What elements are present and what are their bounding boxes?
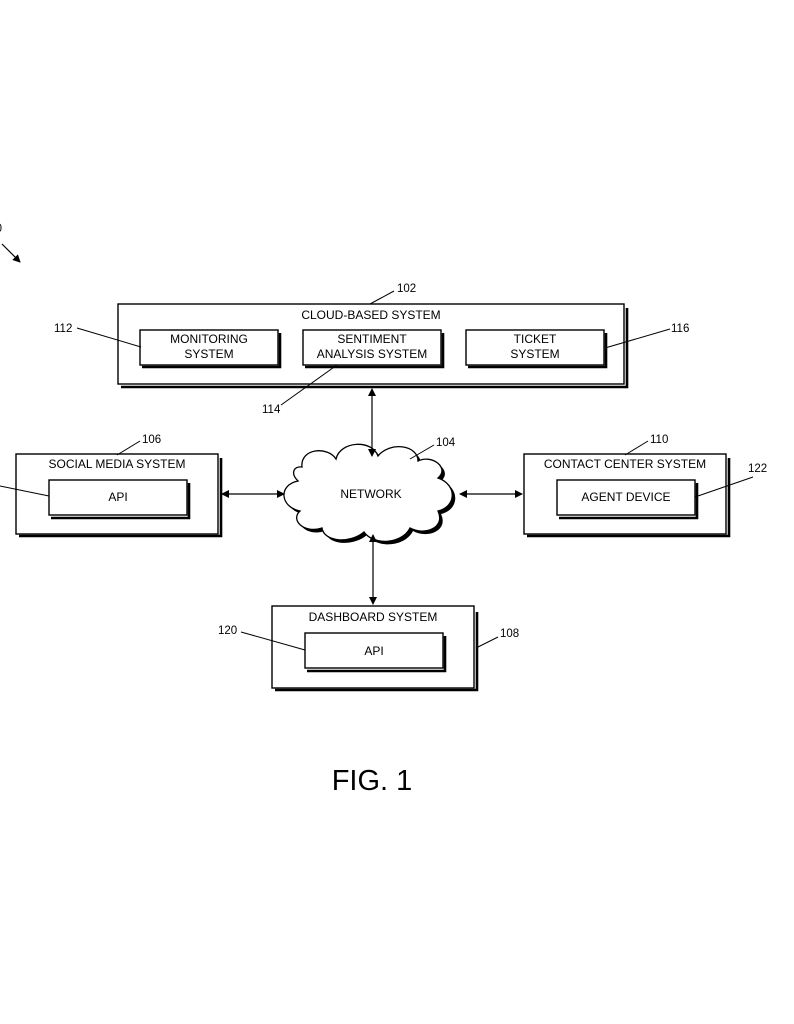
cloud-system-leader [369, 290, 395, 305]
network-cloud: NETWORK [283, 443, 456, 545]
contact-center-system-ref: 110 [650, 434, 668, 446]
monitoring-system-label-line1: MONITORING [170, 332, 248, 346]
dashboard-api-ref: 120 [218, 625, 237, 637]
monitoring-system-box: MONITORING SYSTEM [139, 329, 282, 369]
sentiment-system-leader [280, 364, 338, 406]
sentiment-system-label-line2: ANALYSIS SYSTEM [317, 347, 427, 361]
monitoring-system-ref: 112 [54, 323, 72, 335]
network-ref: 104 [436, 437, 456, 449]
figure-ref-arrow [1, 243, 21, 263]
agent-device-ref: 122 [748, 463, 767, 475]
agent-device-box: AGENT DEVICE [556, 479, 699, 520]
ticket-system-box: TICKET SYSTEM [465, 329, 608, 369]
social-api-leader [0, 485, 50, 497]
agent-device-label: AGENT DEVICE [581, 490, 670, 504]
dashboard-system-label: DASHBOARD SYSTEM [309, 610, 438, 624]
social-api-label: API [108, 490, 127, 504]
ticket-system-label-line1: TICKET [514, 332, 557, 346]
monitoring-system-label-line2: SYSTEM [184, 347, 233, 361]
social-media-system: SOCIAL MEDIA SYSTEM API [15, 453, 223, 538]
cloud-based-system: CLOUD-BASED SYSTEM MONITORING SYSTEM SEN… [117, 303, 629, 389]
figure-caption: FIG. 1 [332, 765, 413, 797]
sentiment-system-label-line1: SENTIMENT [337, 332, 407, 346]
contact-center-system-label: CONTACT CENTER SYSTEM [544, 457, 706, 471]
dashboard-api-box: API [304, 632, 447, 673]
dashboard-api-label: API [364, 644, 383, 658]
social-api-box: API [48, 479, 191, 520]
sentiment-system-ref: 114 [262, 404, 281, 416]
social-media-system-ref: 106 [142, 434, 161, 446]
social-media-system-leader [116, 440, 141, 456]
ticket-system-leader [604, 328, 671, 349]
social-media-system-label: SOCIAL MEDIA SYSTEM [49, 457, 186, 471]
contact-center-system-leader [624, 440, 649, 456]
ticket-system-label-line2: SYSTEM [510, 347, 559, 361]
network-leader [409, 444, 435, 460]
figure-ref-label: 100 [0, 223, 2, 235]
agent-device-leader [694, 476, 754, 498]
dashboard-api-leader [240, 631, 306, 651]
cloud-system-label: CLOUD-BASED SYSTEM [301, 308, 440, 322]
sentiment-analysis-system-box: SENTIMENT ANALYSIS SYSTEM [302, 329, 445, 369]
monitoring-system-leader [76, 327, 142, 348]
figure-reference: 100 [0, 223, 21, 263]
network-label: NETWORK [340, 487, 401, 501]
dashboard-system-ref: 108 [500, 628, 519, 640]
dashboard-system: DASHBOARD SYSTEM API [271, 605, 479, 692]
dashboard-system-leader [475, 636, 499, 649]
cloud-system-ref: 102 [397, 283, 416, 295]
ticket-system-ref: 116 [671, 323, 689, 335]
contact-center-system: CONTACT CENTER SYSTEM AGENT DEVICE [523, 453, 731, 538]
